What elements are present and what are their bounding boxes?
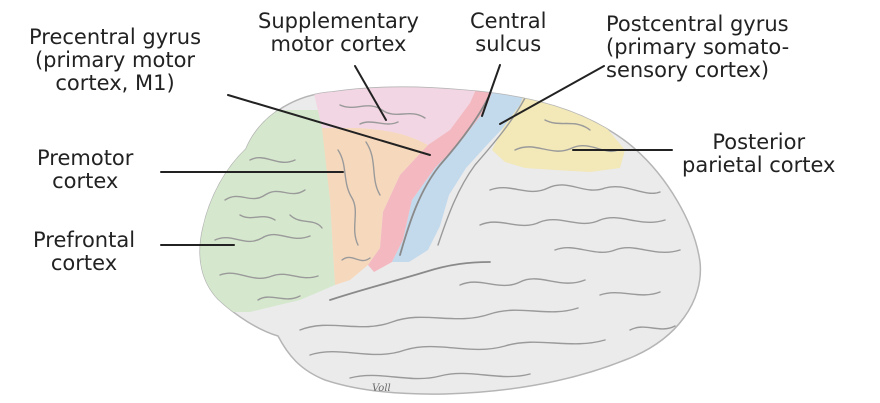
label-line: Precentral gyrus [29, 26, 201, 49]
label-central-sulcus: Central sulcus [470, 10, 546, 56]
label-line: (primary motor [29, 49, 201, 72]
label-line: Central [470, 10, 546, 33]
label-premotor-cortex: Premotor cortex [37, 147, 133, 193]
artist-signature: Voll [372, 383, 391, 394]
label-line: Premotor [37, 147, 133, 170]
label-line: parietal cortex [682, 154, 835, 177]
label-posterior-parietal-cortex: Posterior parietal cortex [682, 131, 835, 177]
label-line: (primary somato- [606, 36, 789, 59]
label-prefrontal-cortex: Prefrontal cortex [33, 229, 135, 275]
label-postcentral-gyrus: Postcentral gyrus (primary somato- senso… [606, 13, 789, 82]
label-line: cortex [33, 252, 135, 275]
label-line: motor cortex [258, 33, 419, 56]
label-line: Prefrontal [33, 229, 135, 252]
region-prefrontal [180, 110, 335, 312]
label-line: sensory cortex) [606, 59, 789, 82]
label-line: cortex, M1) [29, 72, 201, 95]
label-precentral-gyrus: Precentral gyrus (primary motor cortex, … [29, 26, 201, 95]
label-supplementary-motor-cortex: Supplementary motor cortex [258, 10, 419, 56]
label-line: Supplementary [258, 10, 419, 33]
label-line: sulcus [470, 33, 546, 56]
label-line: Posterior [682, 131, 835, 154]
label-line: cortex [37, 170, 133, 193]
label-line: Postcentral gyrus [606, 13, 789, 36]
